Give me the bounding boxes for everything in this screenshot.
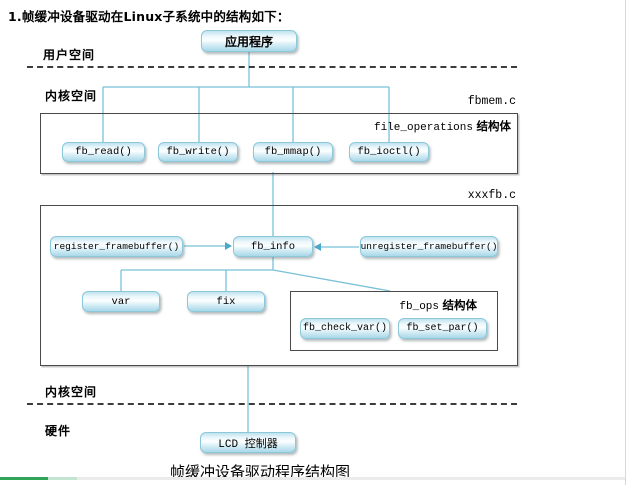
node-lcd-controller: LCD 控制器 xyxy=(200,432,296,453)
fbops-container-box xyxy=(290,291,498,351)
xxxfb-container-box xyxy=(40,205,518,366)
label-hardware: 硬件 xyxy=(45,424,72,438)
arrow-right-icon xyxy=(225,242,232,250)
arrow-left-icon xyxy=(314,243,321,251)
divider-user-kernel xyxy=(27,66,517,68)
page-title: 1.帧缓冲设备驱动在Linux子系统中的结构如下： xyxy=(8,9,290,24)
connector-fbinfo-to-fbops xyxy=(272,269,391,292)
label-fb-ops-struct: fb_ops 结构体 xyxy=(399,298,477,313)
progress-bar-fill xyxy=(0,477,48,480)
node-fb-check-var: fb_check_var() xyxy=(300,318,390,339)
node-var: var xyxy=(82,291,160,312)
node-fix: fix xyxy=(187,291,265,312)
progress-bar-fill-fade xyxy=(48,477,77,480)
label-kernel-space-bottom: 内核空间 xyxy=(45,385,98,399)
node-fb-write: fb_write() xyxy=(158,142,238,162)
label-user-space: 用户空间 xyxy=(43,48,96,62)
fbmem-container-box xyxy=(40,113,518,174)
node-unregister-framebuffer: unregister_framebuffer() xyxy=(360,236,498,257)
node-fb-set-par: fb_set_par() xyxy=(398,318,487,339)
label-file-operations-struct: file_operations 结构体 xyxy=(373,119,511,134)
label-kernel-space-top: 内核空间 xyxy=(45,89,98,103)
node-fb-info: fb_info xyxy=(233,236,313,257)
node-application: 应用程序 xyxy=(201,30,297,52)
node-fb-read: fb_read() xyxy=(62,142,145,162)
node-register-framebuffer: register_framebuffer() xyxy=(50,236,183,257)
divider-kernel-hardware xyxy=(27,403,517,405)
node-fb-mmap: fb_mmap() xyxy=(253,142,333,162)
diagram-caption: 帧缓冲设备驱动程序结构图 xyxy=(169,463,350,481)
node-fb-ioctl: fb_ioctl() xyxy=(349,142,429,162)
label-fbmem-file: fbmem.c xyxy=(467,95,516,108)
label-xxxfb-file: xxxfb.c xyxy=(467,189,516,202)
progress-bar xyxy=(0,477,625,480)
